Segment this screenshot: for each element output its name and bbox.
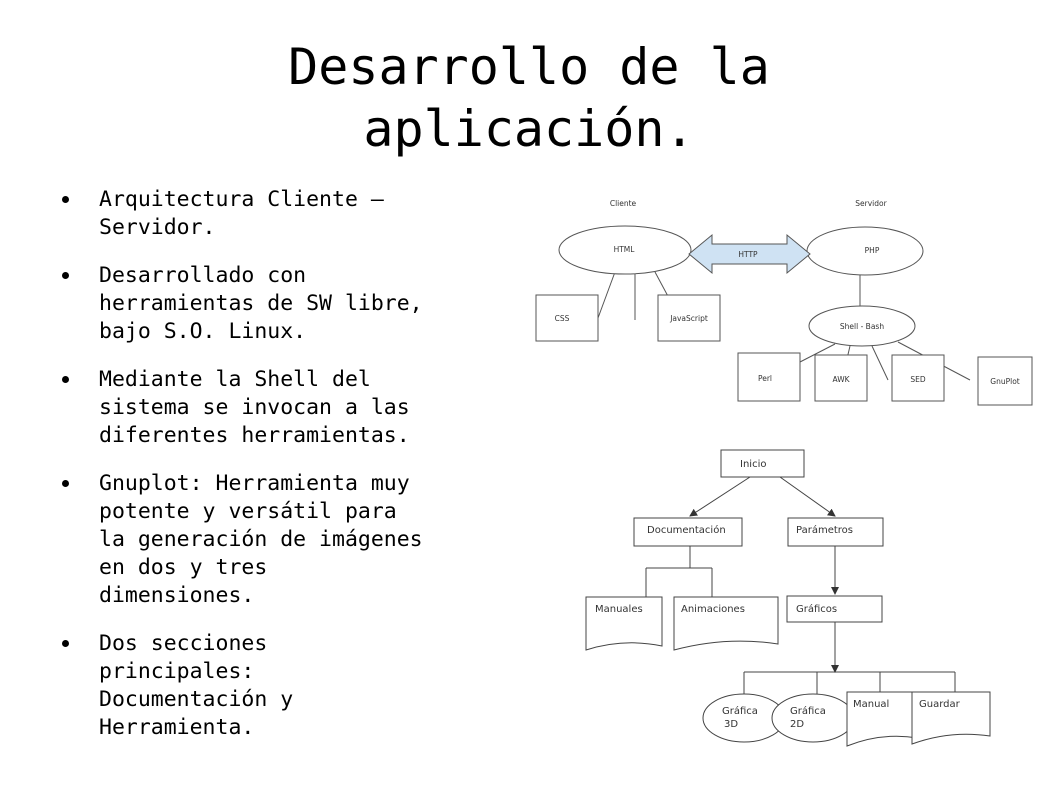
bullet-item: Mediante la Shell del sistema se invocan…	[62, 366, 507, 450]
label-grafica2d-line1: Gráfica	[790, 705, 826, 717]
node-guardar	[911, 691, 991, 745]
http-arrow	[688, 233, 811, 275]
title-line-1: Desarrollo de la	[288, 38, 770, 96]
node-graficos	[786, 595, 883, 623]
label-documentacion: Documentación	[647, 524, 726, 536]
node-animaciones	[673, 596, 779, 651]
label-grafica3d-line1: Gráfica	[722, 705, 758, 717]
flow-diagram: Inicio Documentación Parámetros Manuales…	[585, 449, 991, 747]
bullet-item: Gnuplot: Herramienta muy potente y versá…	[62, 470, 507, 610]
node-sed	[891, 354, 945, 402]
arrow-inicio-documentacion	[689, 476, 751, 517]
label-manual: Manual	[853, 699, 889, 710]
label-awk: AWK	[832, 375, 850, 384]
label-guardar: Guardar	[919, 699, 961, 710]
label-http: HTTP	[738, 250, 758, 259]
node-manuales	[585, 596, 663, 651]
connector-shell-sed	[871, 345, 889, 381]
label-sed: SED	[910, 375, 925, 384]
connector-html-css	[597, 271, 616, 319]
bullet-item: Dos secciones principales: Documentación…	[62, 630, 507, 742]
label-manuales: Manuales	[595, 604, 643, 615]
label-inicio: Inicio	[740, 459, 766, 470]
bullet-text: Desarrollado con herramientas de SW libr…	[99, 263, 423, 344]
node-css	[535, 294, 599, 342]
node-parametros	[787, 517, 884, 547]
arrow-inicio-parametros	[779, 476, 836, 517]
label-graficos: Gráficos	[796, 603, 837, 615]
bullet-dot	[62, 196, 69, 203]
connector-shell-perl	[799, 343, 836, 363]
label-shell: Shell - Bash	[840, 322, 884, 331]
label-php: PHP	[865, 246, 880, 255]
bullet-dot	[62, 480, 69, 487]
label-animaciones: Animaciones	[681, 604, 745, 615]
label-javascript: JavaScript	[669, 314, 708, 323]
node-inicio	[720, 449, 805, 478]
node-html	[558, 225, 692, 275]
bullet-dot	[62, 376, 69, 383]
node-shell	[808, 305, 916, 347]
bullet-dot	[62, 272, 69, 279]
node-documentacion	[633, 517, 743, 547]
label-parametros: Parámetros	[796, 524, 853, 536]
node-grafica2d	[771, 693, 855, 743]
label-grafica2d-line2: 2D	[790, 719, 804, 730]
bullet-text: Arquitectura Cliente – Servidor.	[99, 187, 384, 240]
title-line-2: aplicación.	[363, 100, 695, 158]
node-gnuplot	[977, 356, 1033, 406]
node-perl	[737, 352, 801, 402]
bullet-item: Arquitectura Cliente – Servidor.	[62, 186, 507, 242]
architecture-diagram: Cliente Servidor HTML HTTP PHP CSS JavaS…	[535, 199, 1033, 406]
bullet-text: Mediante la Shell del sistema se invocan…	[99, 367, 410, 448]
node-awk	[814, 354, 868, 402]
bullet-list: Arquitectura Cliente – Servidor. Desarro…	[62, 186, 507, 762]
label-gnuplot: GnuPlot	[990, 377, 1020, 386]
bullet-dot	[62, 640, 69, 647]
bullet-text: Dos secciones principales: Documentación…	[99, 631, 294, 740]
bullet-text: Gnuplot: Herramienta muy potente y versá…	[99, 471, 423, 608]
node-javascript	[657, 294, 721, 342]
slide-title: Desarrollo de la aplicación.	[0, 36, 1058, 160]
label-html: HTML	[614, 245, 636, 254]
label-servidor: Servidor	[855, 199, 887, 208]
label-css: CSS	[555, 314, 570, 323]
label-perl: Perl	[758, 374, 772, 383]
bullet-item: Desarrollado con herramientas de SW libr…	[62, 262, 507, 346]
label-cliente: Cliente	[610, 199, 637, 208]
label-grafica3d-line2: 3D	[724, 719, 738, 730]
